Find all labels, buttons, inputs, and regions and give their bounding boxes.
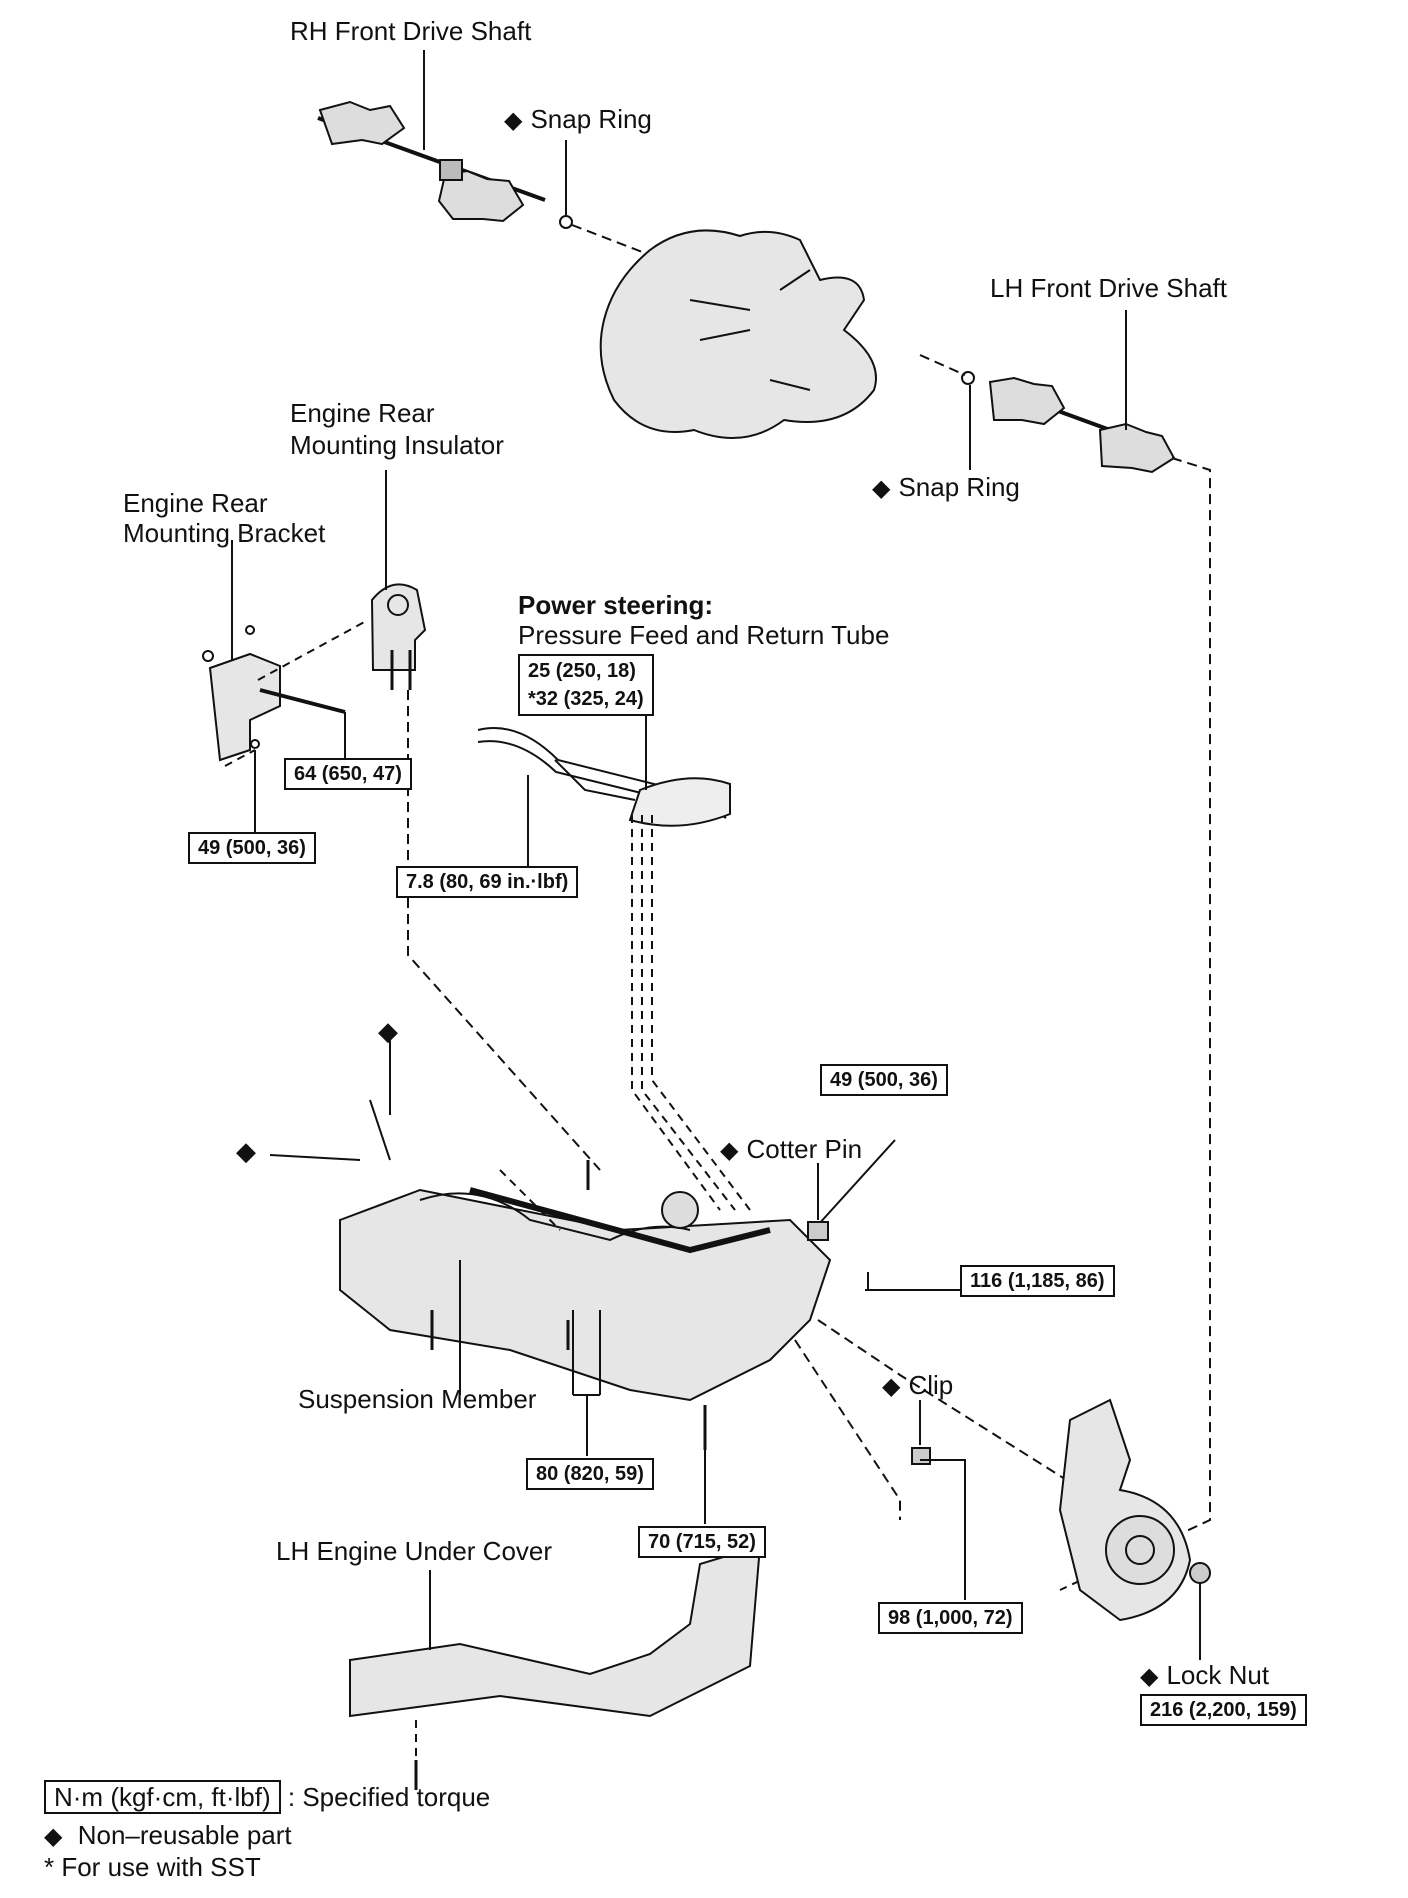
lh-drive-shaft-drawing <box>988 310 1211 1591</box>
power-steering-subtitle: Pressure Feed and Return Tube <box>518 620 890 650</box>
mounting-insulator-label-line1: Engine Rear <box>290 398 435 428</box>
torque-lower-arm-bolt: 98 (1,000, 72) <box>878 1602 1023 1634</box>
cotter-pin-text: Cotter Pin <box>746 1134 863 1164</box>
torque-member-bolts: 80 (820, 59) <box>526 1458 654 1490</box>
mounting-insulator-label-line2: Mounting Insulator <box>290 430 504 460</box>
snap-ring-right-label: ◆ Snap Ring <box>872 472 1020 504</box>
clip-label: ◆ Clip <box>882 1370 953 1402</box>
suspension-member-drawing <box>269 1035 1131 1524</box>
legend-torque: N·m (kgf·cm, ft·lbf) : Specified torque <box>44 1780 491 1814</box>
non-reusable-icon: ◆ <box>44 1823 63 1850</box>
torque-ps-tube-line2: *32 (325, 24) <box>528 688 644 710</box>
torque-bracket-nut: 49 (500, 36) <box>188 832 316 864</box>
torque-tie-rod-nut: 49 (500, 36) <box>820 1064 948 1096</box>
knuckle-drawing <box>911 1398 1211 1660</box>
mounting-bracket-drawing <box>202 540 369 835</box>
legend-torque-desc: : Specified torque <box>287 1782 491 1812</box>
non-reusable-mark-left: ◆ <box>236 1136 256 1166</box>
under-cover-label: LH Engine Under Cover <box>276 1536 553 1566</box>
non-reusable-icon: ◆ <box>882 1373 901 1400</box>
rh-drive-shaft-drawing <box>317 50 546 223</box>
non-reusable-icon: ◆ <box>720 1137 739 1164</box>
torque-lock-nut: 216 (2,200, 159) <box>1140 1694 1307 1726</box>
torque-member-front-bolt: 116 (1,185, 86) <box>960 1265 1115 1297</box>
mounting-bracket-label-line2: Mounting Bracket <box>123 518 326 548</box>
lock-nut-text: Lock Nut <box>1166 1660 1270 1690</box>
non-reusable-mark-top: ◆ <box>378 1016 398 1046</box>
suspension-member-label: Suspension Member <box>298 1384 537 1414</box>
snap-ring-top-text: Snap Ring <box>530 104 652 134</box>
snap-ring-top-drawing <box>559 215 573 229</box>
legend-torque-unit: N·m (kgf·cm, ft·lbf) <box>44 1780 281 1814</box>
torque-member-center-bolt: 70 (715, 52) <box>638 1526 766 1558</box>
legend-non-reusable-text: Non–reusable part <box>77 1820 292 1850</box>
non-reusable-icon: ◆ <box>1140 1663 1159 1690</box>
non-reusable-icon: ◆ <box>872 475 891 502</box>
transaxle-drawing <box>599 229 877 439</box>
legend-non-reusable: ◆ Non–reusable part <box>44 1820 292 1852</box>
torque-ps-tube: 25 (250, 18) *32 (325, 24) <box>518 654 654 716</box>
power-steering-tube-drawing <box>477 660 751 1211</box>
power-steering-title: Power steering: <box>518 590 714 620</box>
mounting-bracket-label-line1: Engine Rear <box>123 488 268 518</box>
non-reusable-icon: ◆ <box>504 107 523 134</box>
snap-ring-top-label: ◆ Snap Ring <box>504 104 652 136</box>
lh-drive-shaft-label: LH Front Drive Shaft <box>990 273 1227 303</box>
cotter-pin-label: ◆ Cotter Pin <box>720 1134 862 1166</box>
torque-ps-clamp: 7.8 (80, 69 in.·lbf) <box>396 866 579 898</box>
rh-drive-shaft-label: RH Front Drive Shaft <box>290 16 532 46</box>
snap-ring-right-text: Snap Ring <box>898 472 1020 502</box>
torque-ps-tube-line1: 25 (250, 18) <box>528 660 636 682</box>
torque-bracket-bolt: 64 (650, 47) <box>284 758 412 790</box>
clip-text: Clip <box>908 1370 954 1400</box>
lock-nut-label: ◆ Lock Nut <box>1140 1660 1269 1692</box>
mounting-insulator-drawing <box>370 470 601 1171</box>
under-cover-drawing <box>349 1544 762 1790</box>
legend-sst: * For use with SST <box>44 1852 261 1882</box>
